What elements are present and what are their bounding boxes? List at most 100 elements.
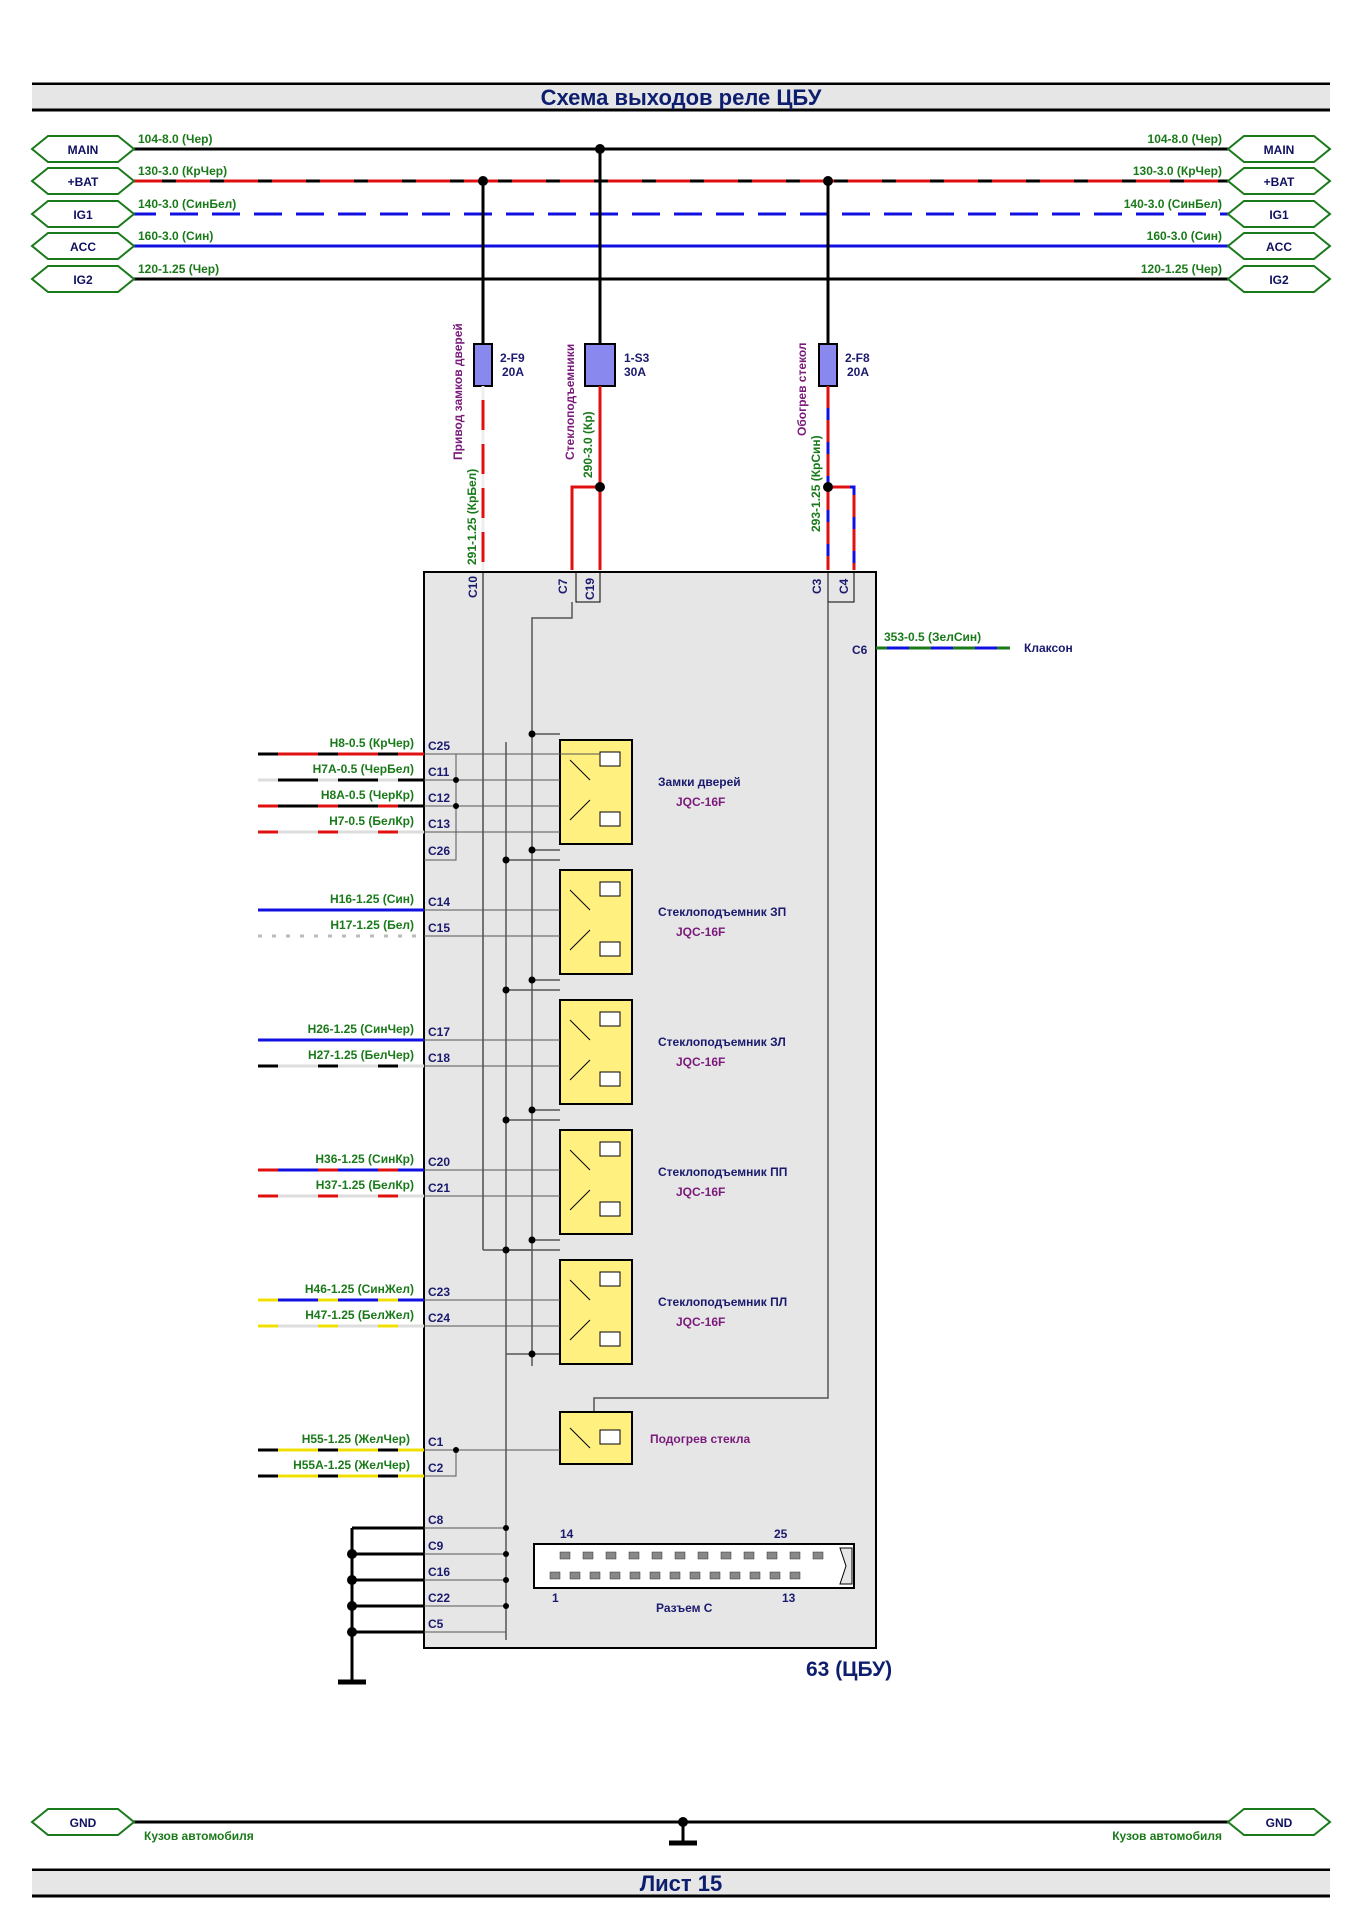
relay-window-rr xyxy=(559,869,633,975)
top-pins: C10 C7 C19 C3 C4 xyxy=(466,571,855,1250)
fuse-id-f8: 2-F8 xyxy=(845,351,870,365)
horn-output: C6 353-0.5 (ЗелСин) Клаксон xyxy=(852,630,1073,657)
wire-label-c20: H36-1.25 (СинКр) xyxy=(315,1152,414,1166)
fuse-id-s3: 1-S3 xyxy=(624,351,650,365)
relay-window-fr xyxy=(559,1129,633,1235)
conn-pin-25: 25 xyxy=(774,1527,788,1541)
pin-c18: C18 xyxy=(428,1051,450,1065)
wire-label-c23: H46-1.25 (СинЖел) xyxy=(305,1282,414,1296)
bus-tag-ig2: IG2 xyxy=(73,273,93,287)
pin-c16: C16 xyxy=(428,1565,450,1579)
bus-tag-bat: +BAT xyxy=(68,175,99,189)
relays: Замки дверей JQC-16F Стеклоподъемник ЗП … xyxy=(559,739,787,1465)
footer-band: Лист 15 xyxy=(32,1868,1330,1898)
gnd-tag-left: GND xyxy=(70,1816,97,1830)
relay-name-4: Стеклоподъемник ПЛ xyxy=(658,1295,787,1309)
relay-type-0: JQC-16F xyxy=(676,795,725,809)
wire-label-c25: H8-0.5 (КрЧер) xyxy=(330,736,414,750)
relay-name-5: Подогрев стекла xyxy=(650,1432,750,1446)
relay-name-1: Стеклоподъемник ЗП xyxy=(658,905,786,919)
conn-pin-1: 1 xyxy=(552,1591,559,1605)
pin-c17: C17 xyxy=(428,1025,450,1039)
gnd-tag-right: GND xyxy=(1266,1816,1293,1830)
left-wires: H8-0.5 (КрЧер) C25 H7A-0.5 (ЧерБел) C11 … xyxy=(258,736,600,1478)
module-box xyxy=(423,571,877,1649)
gnd-label-left: Кузов автомобиля xyxy=(144,1829,254,1843)
fuse-rating-f8: 20A xyxy=(847,365,869,379)
bus-tag-main: MAIN xyxy=(68,143,99,157)
page-title: Схема выходов реле ЦБУ xyxy=(541,85,822,110)
power-buses: MAIN +BAT IG1 ACC IG2 MAIN +BAT IG1 ACC … xyxy=(30,132,1332,293)
bus-tag-acc: ACC xyxy=(70,240,96,254)
pin-c21: C21 xyxy=(428,1181,450,1195)
relay-type-4: JQC-16F xyxy=(676,1315,725,1329)
pin-c23: C23 xyxy=(428,1285,450,1299)
wire-label-c1: H55-1.25 (ЖелЧер) xyxy=(302,1432,410,1446)
bus-label-bat-right: 130-3.0 (КрЧер) xyxy=(1133,164,1222,178)
wire-label-c2: H55A-1.25 (ЖелЧер) xyxy=(293,1458,410,1472)
wire-label-c11: H7A-0.5 (ЧерБел) xyxy=(313,762,414,776)
fuse-wire-f9: 291-1.25 (КрБел) xyxy=(465,469,479,565)
relay-window-rl xyxy=(559,999,633,1105)
bus-label-ig1: 140-3.0 (СинБел) xyxy=(138,197,236,211)
fuse-rating-s3: 30A xyxy=(624,365,646,379)
fuse-branches: 2-F9 20A 1-S3 30A 2-F8 20A Привод замков… xyxy=(451,144,870,570)
title-band: Схема выходов реле ЦБУ xyxy=(32,82,1330,112)
pin-c3: C3 xyxy=(810,578,824,594)
pin-c4: C4 xyxy=(837,578,851,594)
wire-label-c15: H17-1.25 (Бел) xyxy=(330,918,414,932)
bus-label-ig2: 120-1.25 (Чер) xyxy=(138,262,219,276)
connector-label: Разъем С xyxy=(656,1601,713,1615)
pin-c24: C24 xyxy=(428,1311,450,1325)
wire-label-c18: H27-1.25 (БелЧер) xyxy=(308,1048,414,1062)
pin-c11: C11 xyxy=(428,765,450,779)
gnd-label-right: Кузов автомобиля xyxy=(1112,1829,1222,1843)
fuse-purpose-f8: Обогрев стекол xyxy=(795,342,809,436)
horn-label: Клаксон xyxy=(1024,641,1073,655)
pin-c8: C8 xyxy=(428,1513,444,1527)
bus-label-bat: 130-3.0 (КрЧер) xyxy=(138,164,227,178)
connector-c: 14 25 1 13 Разъем С xyxy=(533,1527,855,1615)
fuse-rating-f9: 20A xyxy=(502,365,524,379)
gnd-bus: GND GND Кузов автомобиля Кузов автомобил… xyxy=(30,1808,1332,1846)
bus-label-main-right: 104-8.0 (Чер) xyxy=(1148,132,1222,146)
relay-glass-heater xyxy=(559,1411,633,1465)
fuse-wire-s3: 290-3.0 (Кр) xyxy=(581,411,595,478)
bus-label-ig1-right: 140-3.0 (СинБел) xyxy=(1124,197,1222,211)
bus-label-acc-right: 160-3.0 (Син) xyxy=(1147,229,1222,243)
bus-tags-left: MAIN +BAT IG1 ACC IG2 xyxy=(30,135,136,293)
pin-c7: C7 xyxy=(556,578,570,594)
wire-label-c13: H7-0.5 (БелКр) xyxy=(329,814,414,828)
pin-c6: C6 xyxy=(852,643,868,657)
bus-tags-right: MAIN +BAT IG1 ACC IG2 xyxy=(1226,135,1332,293)
relay-type-1: JQC-16F xyxy=(676,925,725,939)
relay-type-2: JQC-16F xyxy=(676,1055,725,1069)
relay-window-fl xyxy=(559,1259,633,1365)
conn-pin-14: 14 xyxy=(560,1527,574,1541)
bus-tag-acc-right: ACC xyxy=(1266,240,1292,254)
horn-wire: 353-0.5 (ЗелСин) xyxy=(884,630,981,644)
pin-c15: C15 xyxy=(428,921,450,935)
bus-tag-ig1-right: IG1 xyxy=(1269,208,1289,222)
bus-tag-ig1: IG1 xyxy=(73,208,93,222)
internal-junctions xyxy=(502,730,536,1358)
pin-c5: C5 xyxy=(428,1617,444,1631)
pin-c2: C2 xyxy=(428,1461,444,1475)
ground-pins: C8 C9 C16 C22 C5 xyxy=(338,1513,509,1685)
conn-pin-13: 13 xyxy=(782,1591,796,1605)
relay-name-3: Стеклоподъемник ПП xyxy=(658,1165,787,1179)
bus-label-main: 104-8.0 (Чер) xyxy=(138,132,212,146)
fuse-purpose-f9: Привод замков дверей xyxy=(451,323,465,460)
fuse-purpose-s3: Стеклоподъемники xyxy=(563,344,577,460)
pin-c19: C19 xyxy=(583,578,597,600)
wire-label-c21: H37-1.25 (БелКр) xyxy=(316,1178,414,1192)
bus-tag-bat-right: +BAT xyxy=(1264,175,1295,189)
wire-label-c17: H26-1.25 (СинЧер) xyxy=(308,1022,414,1036)
bus-label-ig2-right: 120-1.25 (Чер) xyxy=(1141,262,1222,276)
sheet-number: Лист 15 xyxy=(640,1871,723,1896)
pin-c9: C9 xyxy=(428,1539,444,1553)
pin-c26: C26 xyxy=(428,844,450,858)
pin-c14: C14 xyxy=(428,895,450,909)
pin-c1: C1 xyxy=(428,1435,444,1449)
pin-c13: C13 xyxy=(428,817,450,831)
